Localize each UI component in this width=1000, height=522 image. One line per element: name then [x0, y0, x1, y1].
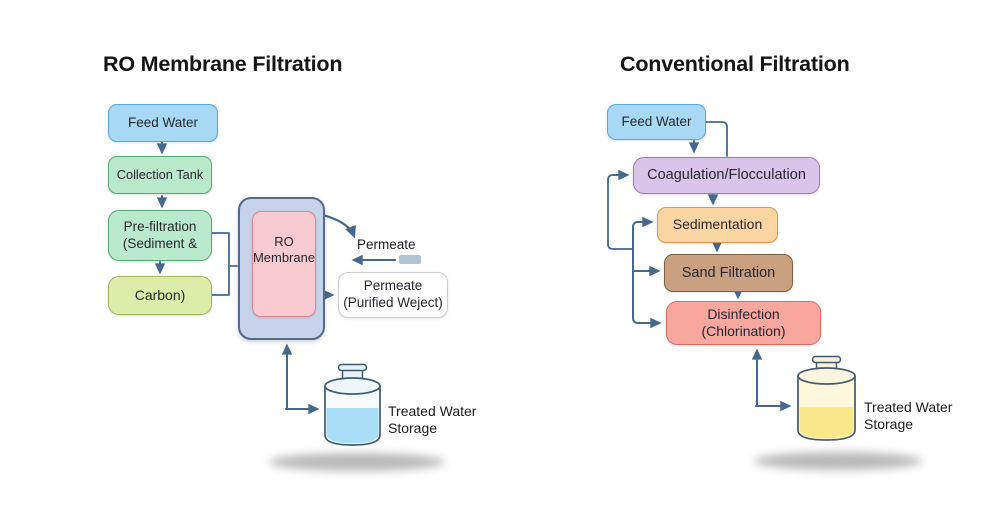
- treated-water-tank-right: [797, 355, 856, 441]
- coagulation-label: Coagulation/Flocculation: [647, 167, 806, 184]
- permeate-arrow-label: Permeate: [357, 237, 416, 252]
- trunk-into-sedimentation: [632, 216, 654, 319]
- carbon-label: Carbon): [134, 286, 186, 303]
- left-diagram-title: RO Membrane Filtration: [103, 52, 343, 76]
- permeate-box-label-line2: (Purified Weject): [343, 295, 443, 310]
- sedimentation-box: Sedimentation: [657, 207, 778, 243]
- ro-membrane-box: RO Membrane: [252, 211, 316, 317]
- disinfection-box: Disinfection (Chlorination): [666, 301, 821, 345]
- sand-filtration-label: Sand Filtration: [681, 264, 776, 281]
- branch-into-disinfection: [632, 317, 662, 329]
- treated-water-storage-label-left: Treated Water Storage: [388, 403, 476, 437]
- ro-membrane-label-line1: RO: [274, 234, 294, 249]
- permeate-box-label-line1: Permeate: [363, 278, 423, 294]
- redaction-dash: [399, 255, 421, 264]
- collection-tank-box: Collection Tank: [108, 156, 212, 194]
- permeate-box: Permeate (Purified Weject): [338, 272, 448, 318]
- coagulation-flocculation-box: Coagulation/Flocculation: [633, 157, 820, 194]
- disinfection-label-line1: Disinfection: [707, 305, 780, 322]
- storage-label-line2: Storage: [864, 416, 914, 433]
- connector-feed-right-elbow: [705, 121, 728, 157]
- ground-shadows: [269, 452, 922, 471]
- pre-filtration-label-line2: (Sediment &: [122, 235, 198, 251]
- ro-membrane-label-line2: Membrane: [252, 250, 316, 266]
- trunk-left-vertical: [607, 174, 614, 245]
- carbon-box: Carbon): [108, 276, 212, 315]
- feed-water-label: Feed Water: [621, 113, 692, 129]
- collection-tank-label: Collection Tank: [116, 167, 204, 182]
- feed-water-box-right: Feed Water: [607, 104, 706, 140]
- pre-filtration-label-line1: Pre-filtration: [123, 218, 197, 234]
- storage-label-line2: Storage: [388, 420, 438, 437]
- feed-water-box-left: Feed Water: [108, 104, 218, 142]
- sedimentation-label: Sedimentation: [672, 216, 763, 233]
- treated-water-tank-left: [324, 363, 381, 446]
- feed-water-label: Feed Water: [127, 114, 199, 130]
- sand-filtration-box: Sand Filtration: [664, 254, 793, 292]
- water-fill: [326, 408, 379, 444]
- disinfection-label-line2: (Chlorination): [701, 323, 786, 339]
- storage-label-line1: Treated Water: [864, 399, 953, 415]
- right-diagram-title: Conventional Filtration: [620, 52, 850, 76]
- storage-label-line1: Treated Water: [388, 403, 477, 419]
- water-fill: [799, 407, 854, 439]
- treated-water-storage-label-right: Treated Water Storage: [864, 399, 952, 433]
- pre-filtration-box: Pre-filtration (Sediment &: [108, 210, 212, 261]
- connector-prefilt-carbon-to-ro: [211, 232, 230, 296]
- trunk-left-join: [607, 243, 633, 250]
